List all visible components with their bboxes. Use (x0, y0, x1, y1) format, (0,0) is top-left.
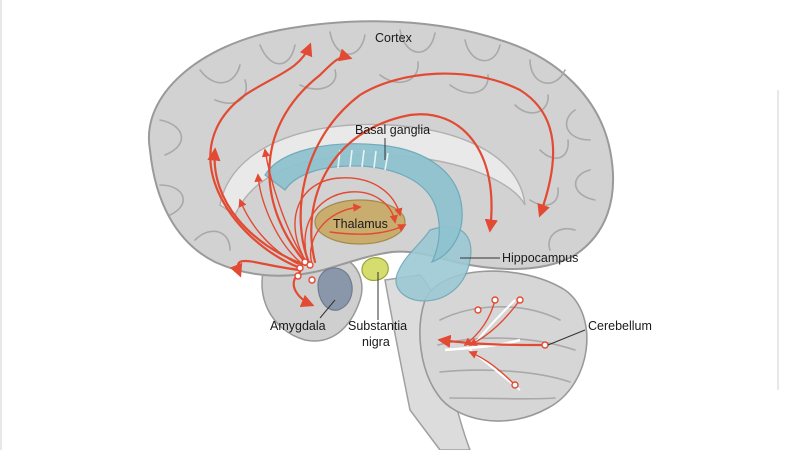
label-cortex: Cortex (375, 31, 413, 45)
label-basal-ganglia: Basal ganglia (355, 123, 430, 137)
label-amygdala: Amygdala (270, 319, 326, 333)
basal-ganglia (264, 143, 463, 264)
pathway-origin-dots (294, 258, 549, 389)
label-substantia: Substantia (348, 319, 407, 333)
cerebellum-leader (547, 329, 586, 346)
amygdala-leader (319, 299, 336, 319)
neural-pathways (207, 42, 555, 386)
basal-ganglia-striations (337, 149, 389, 171)
label-cerebellum: Cerebellum (588, 319, 652, 333)
substantia-nigra (361, 257, 389, 281)
amygdala (317, 267, 353, 311)
label-thalamus: Thalamus (333, 217, 388, 231)
label-nigra: nigra (362, 335, 390, 349)
label-hippocampus: Hippocampus (502, 251, 578, 265)
cortex-gyri (159, 29, 596, 251)
